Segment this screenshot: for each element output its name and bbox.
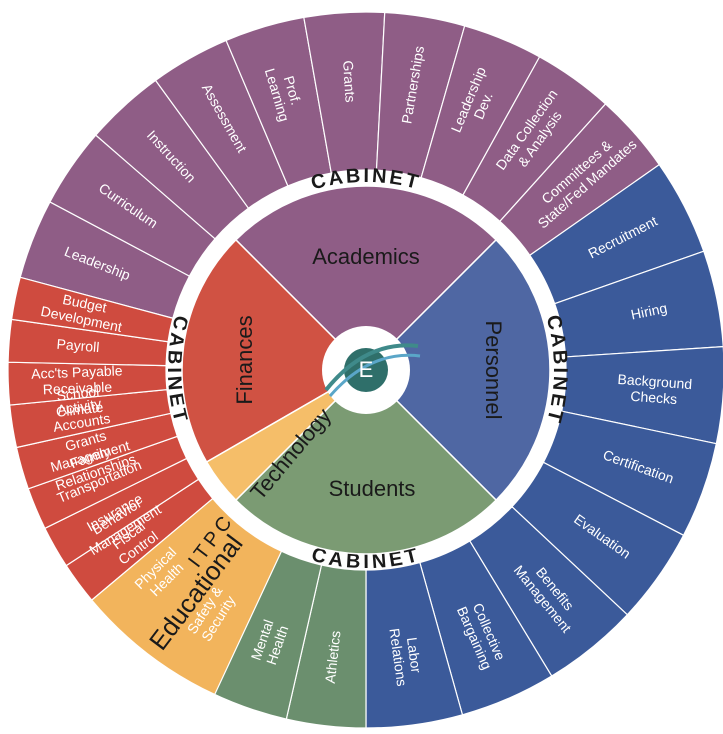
inner-sector-finances: [181, 238, 368, 464]
outer-ring: [7, 11, 723, 729]
swoosh-logo-icon-2: [328, 353, 421, 397]
center-letter: E: [359, 357, 374, 382]
segment-label-background-checks: BackgroundChecks: [616, 371, 693, 408]
center-logo: E: [322, 326, 421, 414]
segment-label-school-climate: SchoolClimate: [53, 382, 104, 419]
inner-sector-academics: [234, 185, 498, 372]
segment-label-acc-ts-payable-receivable: Acc'ts PayableReceivable: [31, 362, 124, 397]
segment-educational: [90, 497, 283, 696]
segment-hiring: [553, 250, 723, 358]
inner-sector-technology: [205, 369, 367, 502]
domain-label-academics: Academics: [312, 244, 420, 269]
segment-label-payroll: Payroll: [56, 335, 100, 354]
domain-label-personnel: Personnel: [481, 320, 506, 419]
globe-icon: [344, 348, 388, 392]
inner-sector-personnel: [364, 238, 551, 502]
inner-ring: [181, 185, 551, 555]
segment-label-hiring: Hiring: [629, 299, 668, 322]
segment-label-grants: Grants: [340, 60, 359, 103]
domain-label-students: Students: [329, 476, 416, 501]
inner-sector-students: [234, 368, 498, 555]
domain-label-finances: Finances: [232, 315, 257, 404]
segment-label-athletics: Athletics: [321, 630, 343, 684]
swoosh-logo-icon: [324, 343, 419, 392]
segment-label-labor-relations: LaborRelations: [387, 625, 427, 687]
